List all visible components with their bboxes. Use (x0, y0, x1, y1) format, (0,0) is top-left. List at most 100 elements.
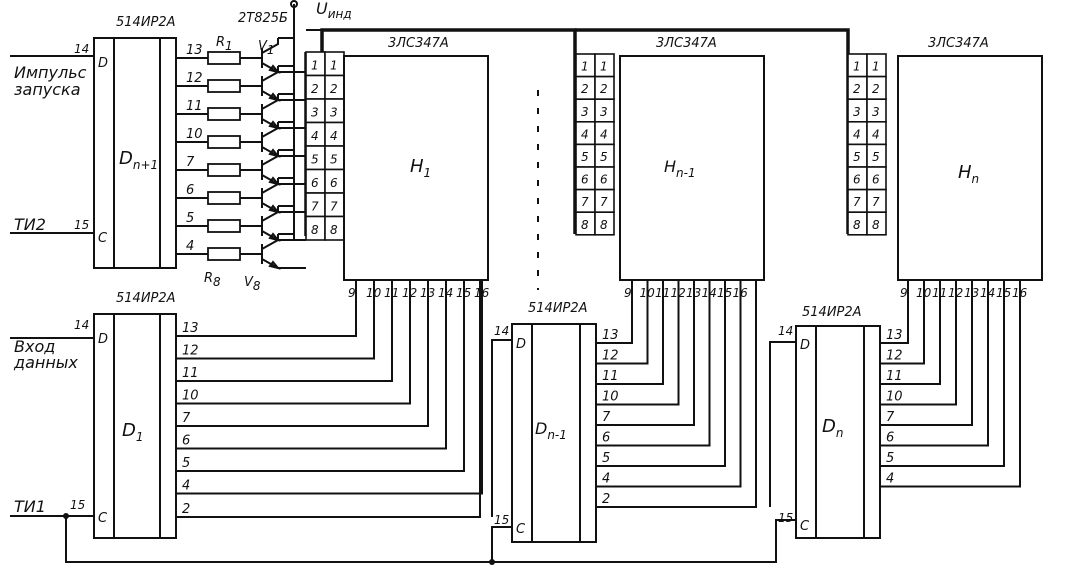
register-d1-label: D1 (122, 420, 144, 444)
indicator-hn-bottom-pin-13: 13 (964, 286, 979, 300)
indicator-h1-lead-2: 2 (182, 502, 190, 517)
indicator-h1-lead-12: 12 (182, 344, 199, 359)
indicator-hnm1-bottom-pin-9: 9 (624, 286, 632, 300)
register-d1-body (93, 313, 177, 539)
register-dn1-pin-15: 15 (74, 218, 89, 232)
indicator-h1-pin-a-3: 3 (311, 106, 319, 120)
indicator-hn-pin-b-8: 8 (872, 218, 880, 232)
indicator-hn-lead-6: 6 (886, 431, 894, 446)
indicator-h1-pin-a-1: 1 (311, 59, 319, 73)
part-labels: 2Т825Б Uинд R1 V1 R8 V8 (204, 0, 352, 293)
r1-label: R1 (216, 35, 233, 53)
indicator-hnm1-body (619, 55, 765, 281)
register-dnm1-pin-14: 14 (494, 324, 509, 338)
indicator-h1-pin-b-7: 7 (330, 200, 338, 214)
u-ind-label: Uинд (316, 0, 352, 21)
transistor-arrow-icon (268, 232, 281, 242)
indicator-h1-lead-10: 10 (182, 389, 199, 404)
indicator-hn-bus-line (880, 280, 941, 385)
indicator-h1-bottom-pin-13: 13 (420, 286, 435, 300)
v1-label: V1 (258, 39, 275, 57)
transistor-arrow-icon (268, 148, 281, 158)
resistor (207, 107, 241, 121)
indicator-hn-lead-13: 13 (886, 328, 903, 343)
register-dn-type: 514ИР2А (802, 305, 862, 320)
indicator-hnm1-lead-11: 11 (602, 369, 619, 384)
indicator-h1-pin-b-1: 1 (330, 59, 338, 73)
indicator-h1-bottom-pin-10: 10 (366, 286, 382, 300)
indicator-hnm1-type: 3ЛС347А (656, 36, 717, 51)
indicator-hn-bottom-pin-9: 9 (900, 286, 908, 300)
indicator-hnm1-pin-a-8: 8 (581, 218, 589, 232)
indicator-hnm1-pin-b-3: 3 (600, 105, 608, 119)
indicator-hn-pin-a-2: 2 (853, 82, 861, 96)
indicator-hnm1-bottom-pin-14: 14 (702, 286, 717, 300)
indicator-h1-pin-a-2: 2 (311, 82, 319, 96)
indicator-hn-pin-b-3: 3 (872, 105, 880, 119)
ti1-label: ТИ1 (14, 497, 46, 516)
register-dnm1-body (511, 323, 597, 543)
register-dn-pin-c: C (800, 519, 810, 534)
indicator-h1-type: 3ЛС347А (388, 36, 449, 51)
indicator-hnm1-pin-b-8: 8 (600, 218, 608, 232)
register-dn1-pin-c: C (98, 231, 108, 246)
indicator-hnm1-lead-4: 4 (602, 472, 610, 487)
resistor (207, 247, 241, 261)
v8-label: V8 (244, 275, 261, 293)
start-pulse-label-2: запуска (14, 80, 81, 99)
indicator-hn-bottom-pin-15: 15 (996, 286, 1011, 300)
transistor-arrow-icon (268, 176, 281, 186)
register-dnm1: 514ИР2А D C Dn-1 14 15 (494, 301, 597, 543)
indicator-hnm1-pin-a-1: 1 (581, 60, 589, 74)
register-dn-pin-d: D (800, 338, 810, 353)
indicator-h1-bus-line (176, 280, 447, 450)
indicator-hnm1-bus-line (596, 280, 664, 385)
chain-dnm1-to-dn (769, 341, 796, 507)
indicator-h1-bottom-pin-15: 15 (456, 286, 471, 300)
indicator-h1-pin-b-8: 8 (330, 223, 338, 237)
r8-label: R8 (204, 271, 221, 289)
indicator-h1-label: H1 (410, 156, 431, 180)
indicator-h1-bottom-pin-16: 16 (474, 286, 490, 300)
indicator-hnm1-lead-5: 5 (602, 451, 610, 466)
indicator-hnm1-pin-b-2: 2 (600, 82, 608, 96)
indicator-h1-lead-5: 5 (182, 456, 190, 471)
indicator-hnm1-bottom-pin-10: 10 (640, 286, 656, 300)
indicator-hnm1-pin-a-3: 3 (581, 105, 589, 119)
indicator-hn-label: Hn (958, 162, 979, 186)
indicator-hnm1-label: Hn-1 (664, 157, 696, 180)
indicator-hnm1-pin-b-6: 6 (600, 173, 608, 187)
supply-terminal (290, 0, 298, 8)
register-dn1-lead-10: 10 (186, 127, 203, 142)
indicator-hn-bottom-pin-16: 16 (1012, 286, 1028, 300)
indicator-hnm1-pin-b-4: 4 (600, 127, 608, 141)
indicator-hnm1-lead-10: 10 (602, 390, 619, 405)
register-dn-label: Dn (822, 416, 843, 440)
indicator-h1-lead-6: 6 (182, 434, 190, 449)
indicator-hn-pin-b-4: 4 (872, 127, 880, 141)
register-dn-pin-15: 15 (778, 511, 793, 525)
indicator-hnm1-bus-extra (596, 280, 757, 508)
register-dnm1-pin-15: 15 (494, 513, 509, 527)
indicator-h1-pin-a-4: 4 (311, 129, 319, 143)
register-dn1: 514ИР2А D C Dn+1 14 15 (74, 15, 177, 269)
indicator-h1-bus-line (176, 280, 483, 495)
indicator-hnm1-pin-cell-b (594, 211, 615, 236)
indicator-hn-pin-b-1: 1 (872, 60, 880, 74)
indicator-hn-bus-line (880, 280, 957, 406)
indicator-h1: 3ЛС347А H1 (343, 36, 489, 281)
indicator-hn-pin-a-3: 3 (853, 105, 861, 119)
junction-dot (63, 513, 69, 519)
indicator-h1-lead-4: 4 (182, 479, 190, 494)
indicator-hn-bus-line (880, 280, 1005, 467)
indicator-hnm1-bottom-pin-12: 12 (671, 286, 686, 300)
transistor-arrow-icon (268, 260, 281, 270)
wires (10, 4, 1021, 563)
indicator-hn-pin-a-8: 8 (853, 218, 861, 232)
indicator-hn-bus-line (880, 280, 973, 426)
indicator-hnm1: 3ЛС347А Hn-1 (619, 36, 765, 281)
register-dn1-label: Dn+1 (119, 148, 158, 172)
indicator-hnm1-lead-6: 6 (602, 431, 610, 446)
indicator-hn-lead-12: 12 (886, 349, 903, 364)
indicator-h1-pin-b-2: 2 (330, 82, 338, 96)
